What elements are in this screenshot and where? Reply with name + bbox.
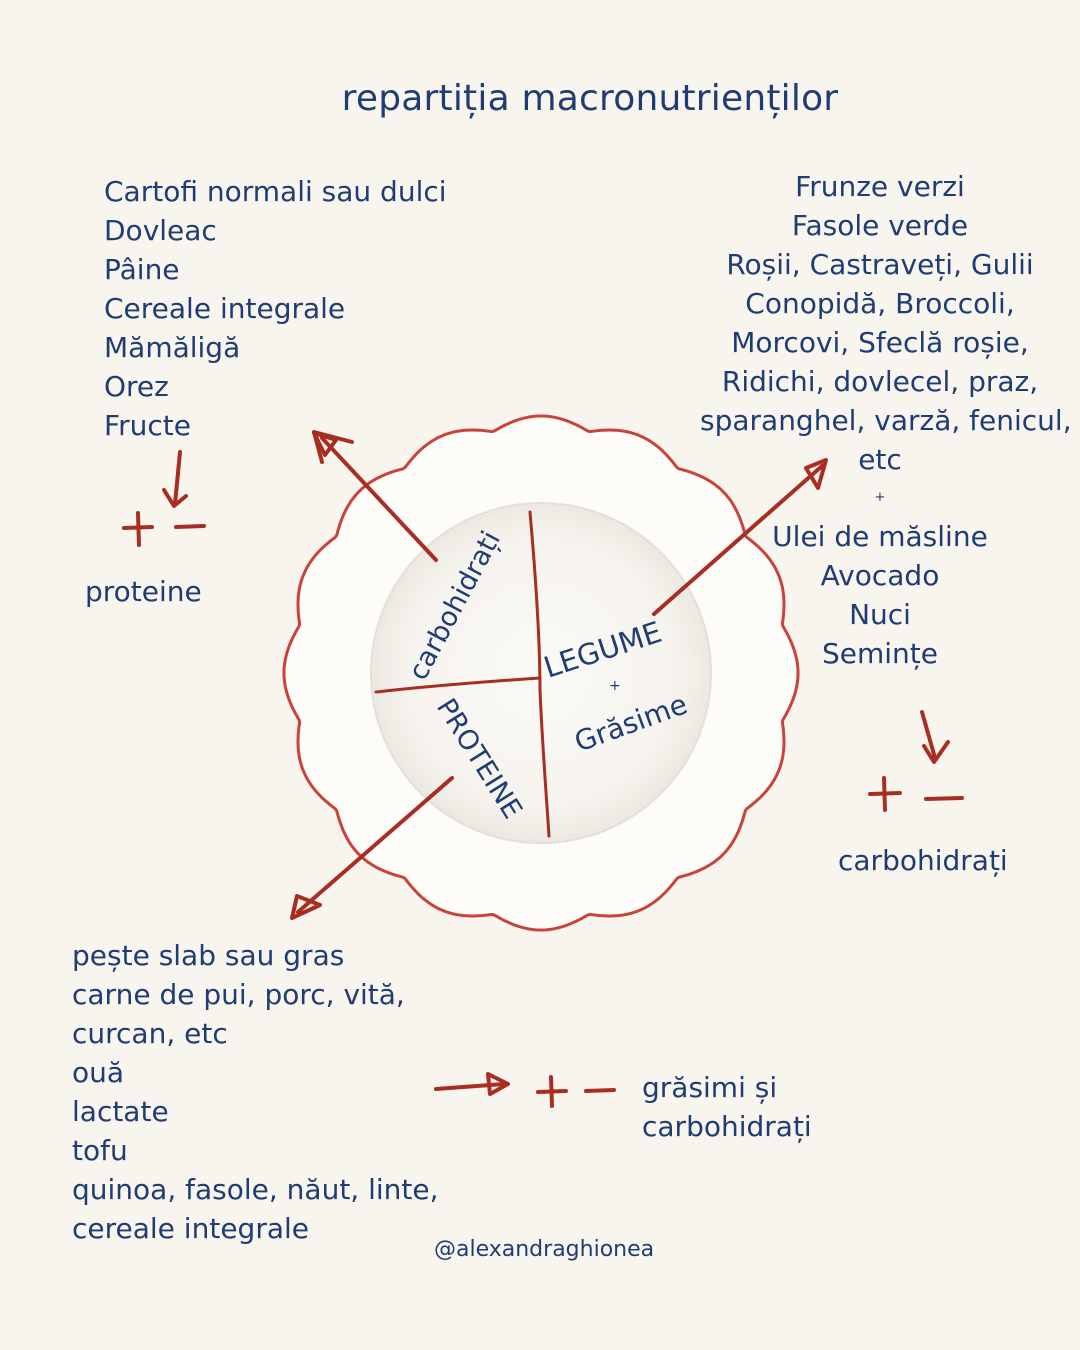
list-item: Avocado xyxy=(820,559,940,592)
list-item: lactate xyxy=(72,1095,169,1128)
plus-minus-icon xyxy=(536,1075,616,1108)
author-handle: @alexandraghionea xyxy=(434,1237,655,1262)
list-item: carne de pui, porc, vită, xyxy=(72,978,405,1011)
list-item: Semințe xyxy=(821,637,938,670)
list-item: Ulei de măsline xyxy=(772,520,988,553)
list-item: Roșii, Castraveți, Gulii xyxy=(726,248,1034,281)
right-arrow-icon xyxy=(434,1072,510,1096)
plus-minus-icon xyxy=(122,511,206,547)
plate-divider-vertical xyxy=(528,510,551,838)
arrow-to-protein-list xyxy=(290,776,454,920)
plate-divider-horizontal xyxy=(374,676,542,694)
list-item: Cereale integrale xyxy=(104,292,346,325)
list-item: Pâine xyxy=(104,253,180,286)
list-item: Cartofi normali sau dulci xyxy=(104,175,447,208)
arrow-to-carbs-list xyxy=(312,430,438,562)
list-item: Dovleac xyxy=(104,214,217,247)
arrow-to-veg-list xyxy=(652,458,828,616)
protein-pair-note-line2: carbohidrați xyxy=(642,1110,812,1143)
list-item: Conopidă, Broccoli, xyxy=(745,287,1015,320)
down-arrow-icon xyxy=(162,450,188,508)
protein-food-list: pește slab sau gras carne de pui, porc, … xyxy=(72,936,439,1248)
list-item: Fasole verde xyxy=(791,209,969,242)
list-item: Morcovi, Sfeclă roșie, xyxy=(731,326,1029,359)
page-title: repartiția macronutrienților xyxy=(341,78,839,119)
list-item: Ridichi, dovlecel, praz, xyxy=(721,365,1039,398)
down-arrow-icon xyxy=(920,710,950,764)
list-item: etc xyxy=(858,443,902,476)
list-item: sparanghel, varză, fenicul, xyxy=(700,404,1072,437)
veg-fat-food-list: Frunze verzi Fasole verde Roșii, Castrav… xyxy=(700,167,1072,673)
plus-separator: + xyxy=(874,490,886,505)
protein-pair-note-line1: grăsimi și xyxy=(642,1071,778,1104)
plate-label-plus: + xyxy=(609,678,621,694)
list-item: pește slab sau gras xyxy=(72,939,345,972)
list-item: Mămăligă xyxy=(104,331,241,364)
list-item: cereale integrale xyxy=(72,1212,309,1245)
list-item: tofu xyxy=(72,1134,128,1167)
carbs-pair-note: proteine xyxy=(85,575,202,608)
list-item: ouă xyxy=(72,1056,125,1089)
list-item: Frunze verzi xyxy=(795,170,965,203)
list-item: curcan, etc xyxy=(72,1017,228,1050)
list-item: Fructe xyxy=(104,409,191,442)
carbs-food-list: Cartofi normali sau dulci Dovleac Pâine … xyxy=(104,172,447,445)
list-item: Orez xyxy=(104,370,169,403)
veg-pair-note: carbohidrați xyxy=(838,844,1008,877)
plus-minus-icon xyxy=(868,776,964,812)
list-item: quinoa, fasole, năut, linte, xyxy=(72,1173,439,1206)
list-item: Nuci xyxy=(849,598,911,631)
